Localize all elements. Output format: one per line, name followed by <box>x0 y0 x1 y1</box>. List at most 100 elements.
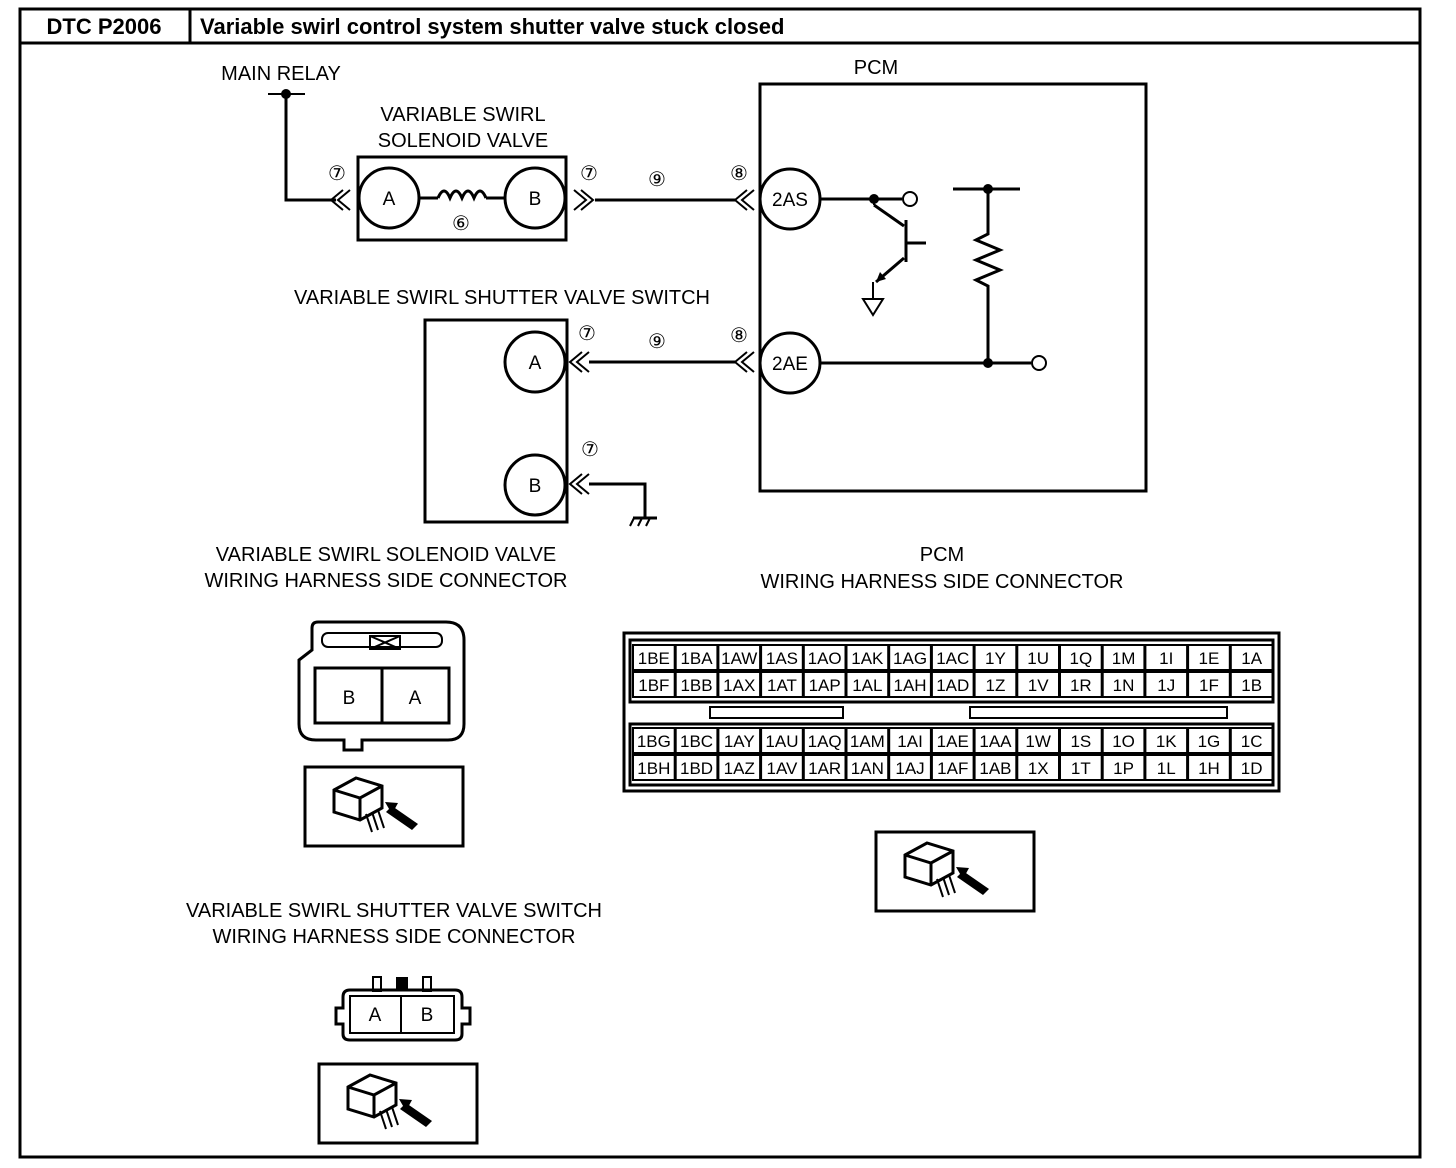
transistor-icon <box>872 199 926 298</box>
pcm-pin-label: 1AH <box>894 676 927 695</box>
callout-7: ⑦ <box>328 163 346 185</box>
connector-view-icon <box>303 765 465 848</box>
svg-text:A: A <box>383 189 396 210</box>
connector-chevron <box>568 351 590 373</box>
pcm-pin-label: 1AS <box>766 649 798 668</box>
pcm-pin-label: 1AN <box>851 759 884 778</box>
solenoid-title-2: SOLENOID VALVE <box>378 130 548 152</box>
pcm-pin-cell <box>1187 671 1231 698</box>
pcm-pin-label: 1AJ <box>895 759 924 778</box>
switch-connector-pin: B <box>421 1005 434 1026</box>
diagram-frame <box>18 7 1422 1159</box>
pcm-connector-title-1: PCM <box>920 544 964 566</box>
pcm-pin-label: 1AQ <box>808 732 842 751</box>
pcm-pin-label: 1N <box>1113 676 1135 695</box>
pcm-pin-cell <box>1187 754 1231 781</box>
pcm-pin-label: 1AI <box>897 732 923 751</box>
pcm-pin-label: 1BA <box>680 649 713 668</box>
solenoid-connector-title-1: VARIABLE SWIRL SOLENOID VALVE <box>216 544 556 566</box>
switch-pin-a <box>503 330 567 394</box>
pcm-pin-label: 1J <box>1157 676 1175 695</box>
callout-7: ⑦ <box>580 163 598 185</box>
pcm-pin-cell <box>1229 727 1274 754</box>
ground-icon <box>861 298 885 317</box>
pcm-pin-label: 1AL <box>852 676 882 695</box>
pcm-pin-cell <box>973 727 1018 754</box>
callout-9: ⑨ <box>648 331 666 353</box>
pcm-label: PCM <box>854 57 898 79</box>
pcm-pin-label: 1K <box>1156 732 1177 751</box>
pcm-pin-label: 1BG <box>637 732 671 751</box>
pcm-pin-label: 1D <box>1241 759 1263 778</box>
pcm-pin-label: 1H <box>1198 759 1220 778</box>
callout-9: ⑨ <box>648 169 666 191</box>
pcm-pin-label: 1AV <box>767 759 799 778</box>
pcm-pin-label: 1BF <box>638 676 669 695</box>
solenoid-connector-pin: B <box>343 688 356 709</box>
coil-icon <box>419 189 505 202</box>
shutter-valve-switch-box <box>423 318 569 524</box>
connector-chevron <box>733 351 755 373</box>
switch-title: VARIABLE SWIRL SHUTTER VALVE SWITCH <box>294 287 710 309</box>
solenoid-connector-title-2: WIRING HARNESS SIDE CONNECTOR <box>205 570 568 592</box>
pcm-pin-cell <box>1229 671 1274 698</box>
pcm-connector-title-2: WIRING HARNESS SIDE CONNECTOR <box>761 571 1124 593</box>
pcm-pin-label: 1G <box>1198 732 1221 751</box>
pcm-box <box>758 82 1148 493</box>
connector-view-icon <box>874 830 1036 913</box>
pcm-pin-label: 1AU <box>765 732 798 751</box>
main-relay-label: MAIN RELAY <box>221 63 341 85</box>
pcm-pin-label: 1AF <box>937 759 968 778</box>
pcm-pin-label: 1BE <box>638 649 670 668</box>
pcm-pin-label: 1AZ <box>724 759 755 778</box>
pcm-pin-label: 1I <box>1159 649 1173 668</box>
pcm-pin-cell <box>1101 727 1146 754</box>
pcm-pin-label: 1R <box>1070 676 1092 695</box>
connector-chevron <box>329 189 351 211</box>
pcm-pin-label: 1M <box>1112 649 1136 668</box>
pcm-pin-label: 1BB <box>680 676 712 695</box>
pcm-pin-label: 1Y <box>985 649 1006 668</box>
pcm-pin-label: 1Q <box>1070 649 1093 668</box>
pcm-pin-label: 1AK <box>851 649 884 668</box>
callout-7: ⑦ <box>581 439 599 461</box>
pcm-pin-label: 1AM <box>850 732 885 751</box>
pcm-pin-label: 1Z <box>986 676 1006 695</box>
svg-text:2AS: 2AS <box>772 190 808 211</box>
pcm-pin-label: 1AT <box>767 676 797 695</box>
pcm-pin-label: 1BC <box>680 732 713 751</box>
svg-text:A: A <box>529 353 542 374</box>
pcm-pin-cell <box>973 644 1018 671</box>
pcm-pin-label: 1AW <box>721 649 757 668</box>
pcm-pin-label: 1AE <box>937 732 969 751</box>
pcm-pin-label: 1AR <box>808 759 841 778</box>
pcm-pin-label: 1B <box>1241 676 1262 695</box>
pcm-pin-cell <box>973 671 1018 698</box>
pcm-pin-label: 1S <box>1070 732 1091 751</box>
pcm-pin-label: 1X <box>1028 759 1049 778</box>
svg-text:B: B <box>529 476 542 497</box>
pcm-pin-label: 1T <box>1071 759 1091 778</box>
switch-pin-b <box>503 453 567 517</box>
connector-chevron <box>573 189 595 211</box>
callout-8: ⑧ <box>730 325 748 347</box>
callout-8: ⑧ <box>730 163 748 185</box>
switch-connector-title-1: VARIABLE SWIRL SHUTTER VALVE SWITCH <box>186 900 602 922</box>
pcm-pin-label: 1AB <box>979 759 1011 778</box>
pcm-pin-label: 1L <box>1157 759 1176 778</box>
pcm-pin-label: 1AA <box>979 732 1012 751</box>
pcm-pin-label: 1O <box>1112 732 1135 751</box>
pcm-pin-label: 1AG <box>893 649 927 668</box>
pcm-pin-cell <box>1187 644 1231 671</box>
solenoid-title-1: VARIABLE SWIRL <box>380 104 545 126</box>
pcm-pin-label: 1E <box>1199 649 1220 668</box>
pcm-pin-label: 1P <box>1113 759 1134 778</box>
pcm-pin-cell <box>1187 727 1231 754</box>
connector-view-icon <box>317 1062 479 1145</box>
pcm-pin-cell <box>1101 644 1146 671</box>
pcm-pin-label: 1C <box>1241 732 1263 751</box>
pcm-pin-label: 1W <box>1025 732 1051 751</box>
solenoid-connector-pin: A <box>409 688 422 709</box>
ground-icon <box>629 516 657 527</box>
